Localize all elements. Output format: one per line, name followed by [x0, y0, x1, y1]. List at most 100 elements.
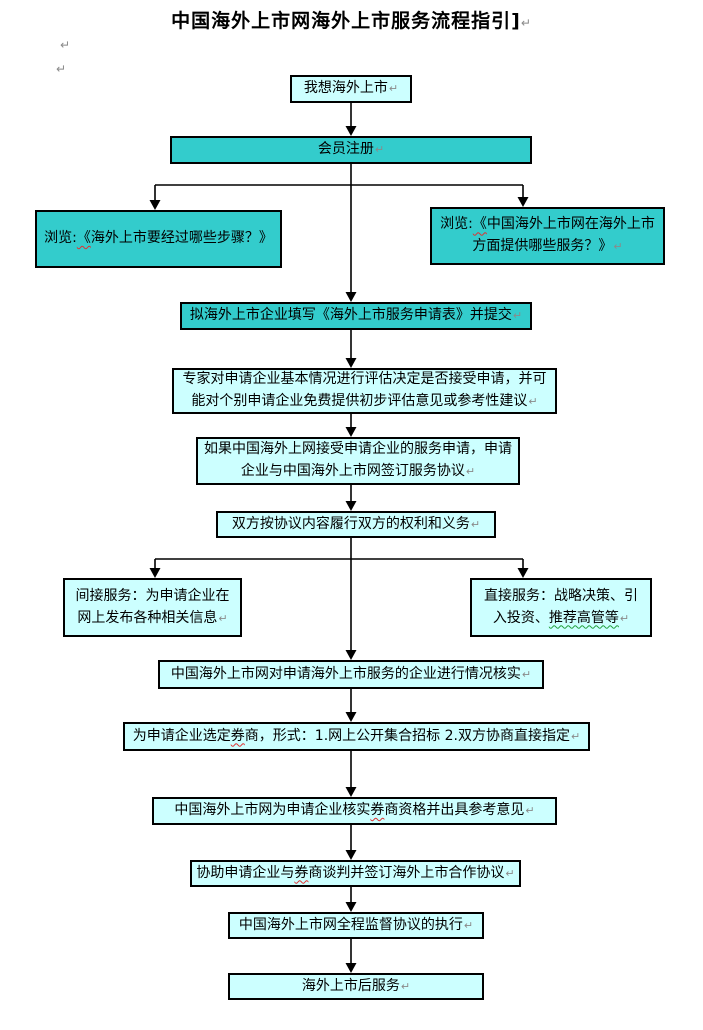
node-text-line: 方面提供哪些服务？》↵ — [472, 236, 622, 258]
paragraph-mark: ↵ — [60, 38, 71, 52]
node-text-line: 网上发布各种相关信息↵ — [77, 608, 227, 630]
connector-arrowhead — [345, 787, 357, 797]
node-text-line: 协助申请企业与券商谈判并签订海外上市合作协议↵ — [196, 863, 514, 885]
node-text-line: 如果中国海外上网接受申请企业的服务申请，申请 — [204, 439, 512, 461]
node-text: 为申请企业选定 — [132, 727, 231, 744]
node-text: 商，形式：1.网上公开集合招标 2.双方协商直接指定 — [244, 727, 570, 744]
node-text: 直接服务：战略决策、引 — [484, 587, 638, 604]
paragraph-mark: ↵ — [521, 667, 532, 681]
node-text-line: 直接服务：战略决策、引 — [484, 586, 638, 608]
flow-node-start: 我想海外上市↵ — [290, 75, 412, 103]
flow-node-apply: 拟海外上市企业填写《海外上市服务申请表》并提交↵ — [180, 302, 532, 330]
node-text: 券 — [230, 727, 245, 744]
paragraph-mark: ↵ — [463, 918, 474, 932]
node-text: 中国海外上市网对申请海外上市服务的企业进行情况核实 — [170, 665, 521, 682]
node-text: 《 — [472, 216, 487, 233]
connector-arrowhead — [345, 501, 357, 511]
node-text: 方面提供哪些服务？》 — [472, 238, 613, 254]
node-text-line: 能对个别申请企业免费提供初步评估意见或参考性建议↵ — [191, 391, 537, 413]
node-text-line: 企业与中国海外上市网签订服务协议↵ — [241, 461, 475, 483]
node-text-line: 海外上市后服务↵ — [302, 976, 410, 998]
node-text: 中国海外上市网为申请企业核实 — [174, 802, 371, 819]
node-text: 网上发布各种相关信息 — [77, 609, 218, 626]
node-text-line: 为申请企业选定券商，形式：1.网上公开集合招标 2.双方协商直接指定↵ — [133, 726, 580, 748]
node-text-line: 拟海外上市企业填写《海外上市服务申请表》并提交↵ — [190, 305, 522, 327]
connector-arrowhead — [345, 850, 357, 860]
node-text: 券 — [294, 864, 309, 881]
node-text-line: 间接服务：为申请企业在 — [76, 586, 230, 608]
node-text: 如果中国海外上网接受申请企业的服务申请，申请 — [204, 441, 512, 458]
node-text: 企业与中国海外上市网签订服务协议 — [240, 463, 465, 479]
flow-node-select-broker: 为申请企业选定券商，形式：1.网上公开集合招标 2.双方协商直接指定↵ — [123, 722, 590, 751]
node-text-line: 会员注册↵ — [318, 139, 384, 161]
flow-node-supervise: 中国海外上市网全程监督协议的执行↵ — [228, 912, 484, 939]
paragraph-mark: ↵ — [520, 16, 532, 30]
flow-node-sign-agreement: 如果中国海外上网接受申请企业的服务申请，申请企业与中国海外上市网签订服务协议↵ — [196, 437, 520, 485]
node-text: 浏览: — [440, 216, 473, 233]
flow-node-post-listing: 海外上市后服务↵ — [228, 973, 484, 1000]
node-text-line: 专家对申请企业基本情况进行评估决定是否接受申请，并可 — [183, 369, 547, 391]
node-text-line: 中国海外上市网全程监督协议的执行↵ — [239, 915, 473, 937]
connector-arrowhead — [345, 126, 357, 136]
node-text: 能对个别申请企业免费提供初步评估意见或参考性建议 — [191, 393, 528, 409]
node-text: 中国海外上市网全程监督协议的执行 — [238, 916, 463, 933]
node-text-line: 浏览:《海外上市要经过哪些步骤？》 — [44, 228, 273, 250]
page-title: 中国海外上市网海外上市服务流程指引]↵ — [0, 6, 703, 33]
flow-node-verify-broker: 中国海外上市网为申请企业核实券商资格并出具参考意见↵ — [152, 797, 557, 825]
connector-arrowhead — [517, 568, 529, 578]
paragraph-mark: ↵ — [525, 804, 535, 818]
paragraph-mark: ↵ — [56, 62, 67, 76]
connector-arrowhead — [345, 712, 357, 722]
flow-node-evaluate: 专家对申请企业基本情况进行评估决定是否接受申请，并可能对个别申请企业免费提供初步… — [172, 368, 557, 414]
paragraph-mark: ↵ — [400, 979, 411, 993]
node-text: 拟海外上市企业填写《海外上市服务申请表》并提交 — [189, 307, 512, 324]
node-text: 商资格并出具参考意见 — [384, 802, 525, 819]
node-text: 券 — [370, 802, 385, 819]
node-text-line: 中国海外上市网为申请企业核实券商资格并出具参考意见↵ — [174, 800, 534, 822]
flow-node-perform: 双方按协议内容履行双方的权利和义务↵ — [216, 511, 496, 538]
node-text-line: 入投资、推荐高管等↵ — [493, 608, 629, 630]
connector-arrowhead — [149, 568, 161, 578]
flow-node-direct: 直接服务：战略决策、引入投资、推荐高管等↵ — [470, 578, 652, 637]
paragraph-mark: ↵ — [218, 611, 228, 625]
node-text-line: 双方按协议内容履行双方的权利和义务↵ — [232, 514, 480, 536]
paragraph-mark: ↵ — [570, 729, 581, 743]
connector-arrowhead — [345, 902, 357, 912]
connector-arrowhead — [517, 197, 529, 207]
paragraph-mark: ↵ — [505, 866, 515, 880]
paragraph-mark: ↵ — [470, 517, 481, 531]
flow-node-indirect: 间接服务：为申请企业在网上发布各种相关信息↵ — [63, 578, 242, 637]
flow-node-browse-services: 浏览:《中国海外上市网在海外上市方面提供哪些服务？》↵ — [430, 207, 665, 265]
flow-node-verify: 中国海外上市网对申请海外上市服务的企业进行情况核实↵ — [158, 660, 544, 689]
node-text: 商谈判并签订海外上市合作协议 — [308, 864, 505, 881]
node-text: 我想海外上市 — [303, 80, 388, 97]
paragraph-mark: ↵ — [613, 240, 623, 253]
node-text-line: 我想海外上市↵ — [304, 78, 398, 100]
connector-arrowhead — [345, 963, 357, 973]
flow-node-assist: 协助申请企业与券商谈判并签订海外上市合作协议↵ — [190, 860, 521, 887]
node-text: 入投资、 — [492, 609, 549, 626]
paragraph-mark: ↵ — [465, 465, 476, 478]
connector-arrowhead — [345, 292, 357, 302]
node-text: 浏览: — [44, 230, 77, 247]
node-text: 推荐高管等 — [548, 609, 619, 626]
node-text: 海外上市后服务 — [301, 977, 400, 994]
connector-arrowhead — [149, 200, 161, 210]
node-text: 中国海外上市网在海外上市 — [486, 216, 655, 233]
connector-arrowhead — [345, 427, 357, 437]
node-text-line: 中国海外上市网对申请海外上市服务的企业进行情况核实↵ — [171, 664, 531, 686]
paragraph-mark: ↵ — [374, 143, 385, 157]
node-text-line: 浏览:《中国海外上市网在海外上市 — [440, 214, 655, 236]
connector-arrowhead — [345, 358, 357, 368]
node-text: 双方按协议内容履行双方的权利和义务 — [231, 515, 470, 532]
node-text: 《 — [76, 230, 91, 247]
paragraph-mark: ↵ — [512, 309, 523, 323]
flow-node-browse-steps: 浏览:《海外上市要经过哪些步骤？》 — [35, 210, 282, 268]
paragraph-mark: ↵ — [619, 611, 630, 625]
node-text: 协助申请企业与 — [196, 864, 295, 881]
node-text: 间接服务：为申请企业在 — [75, 587, 230, 604]
flow-node-register: 会员注册↵ — [170, 136, 532, 164]
node-text: 海外上市要经过哪些步骤？》 — [90, 230, 273, 247]
